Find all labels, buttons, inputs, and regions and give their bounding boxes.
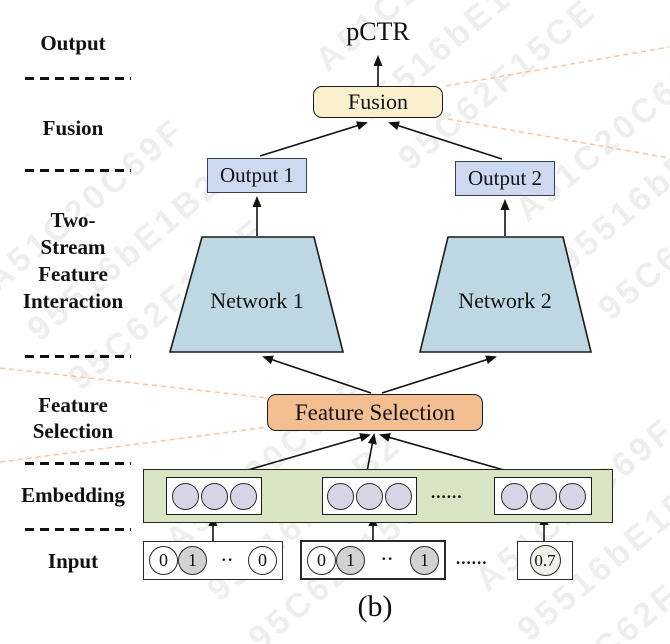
input-ellipsis-small: ·· [381,551,394,568]
embedding-strip: ...... [143,469,613,523]
fusion-node: Fusion [313,86,443,118]
arrow-output2-to-fusion [388,121,503,160]
input-value: 1 [178,546,207,575]
embedding-neuron [327,482,354,510]
arrow-fs-to-network1 [262,355,372,394]
feature-selection-node-label: Feature Selection [294,399,456,425]
output2-node-label: Output 2 [467,166,543,190]
embedding-neuron [356,482,383,510]
arrow-output1-to-fusion [259,121,368,157]
stage-separator [25,528,131,531]
input-value: 0 [248,546,277,575]
embedding-group [166,477,262,515]
embedding-neuron [171,482,199,510]
output1-node-label: Output 1 [219,163,295,187]
input-ellipsis-small: ·· [221,551,234,569]
pctr-output-label: pCTR [346,17,410,46]
stage-label-embedding: Embedding [21,483,125,507]
feature-selection-node: Feature Selection [267,394,483,431]
stage-label-interaction: Two- Stream Feature Interaction [22,208,124,313]
network1-trapezoid [168,236,345,353]
input-value: 0 [149,546,178,575]
stage-separator [25,355,131,358]
input-value: 0.7 [529,545,561,576]
embedding-neuron [229,482,257,510]
network2-trapezoid [418,236,593,353]
input-value: 1 [336,545,365,575]
network1-label: Network 1 [210,288,304,313]
stage-label-fusion: Fusion [42,116,104,140]
input-value: 0 [307,545,336,575]
output2-node: Output 2 [455,161,555,196]
callout-lines [0,46,670,463]
stage-separator [25,77,131,80]
embedding-neuron [558,482,586,510]
input-group-3: 0.7 [517,541,573,580]
stage-label-input: Input [47,549,99,573]
stage-label-output: Output [40,31,106,55]
stage-label-feature-selection: Feature Selection [32,393,114,443]
embedding-neuron [500,482,528,510]
input-group-2: 0 1 ·· 1 [300,540,446,580]
stage-separator [25,462,131,465]
arrow-fs-to-network2 [381,355,497,394]
fusion-node-label: Fusion [348,89,408,114]
embedding-group [494,477,592,515]
embedding-neuron [385,482,412,510]
embedding-group [322,477,417,515]
stage-separator [25,169,131,172]
embedding-ellipsis: ...... [431,483,463,502]
input-group-1: 0 1 ·· 0 [143,541,283,580]
callout-line-fusion-bottom-right [447,118,670,159]
network2-label: Network 2 [458,288,552,313]
callout-line-fs-bottom-left [0,426,269,463]
embedding-neuron [200,482,228,510]
output1-node: Output 1 [207,158,307,193]
input-value: 1 [410,545,439,575]
input-ellipsis: ...... [456,549,488,568]
embedding-neuron [529,482,557,510]
callout-line-fusion-top-right [445,46,670,87]
subfigure-caption: (b) [357,590,393,623]
